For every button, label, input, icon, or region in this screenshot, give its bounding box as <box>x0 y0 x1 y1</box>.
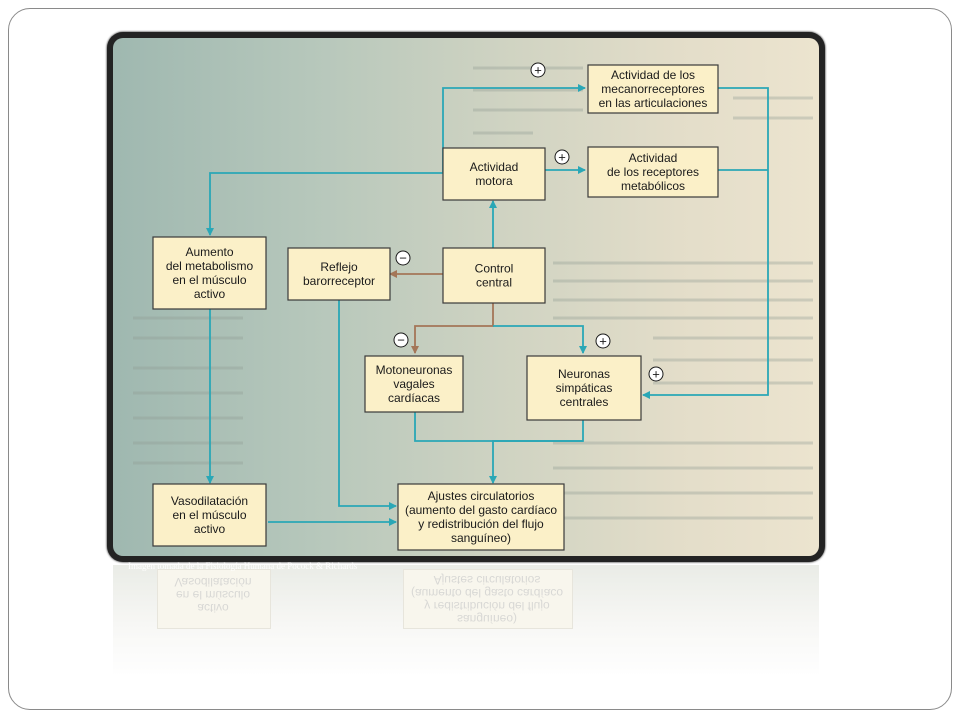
box-neuronas-simpaticas-line-2: simpáticas <box>556 381 613 395</box>
sign-minus-baro: − <box>395 250 411 266</box>
box-ajustes-circulatorios-line-1: Ajustes circulatorios <box>428 489 535 503</box>
box-reflejo-barorreceptor-line-1: Reflejo <box>320 260 358 274</box>
box-receptores-metabolicos-line-1: Actividad <box>629 151 678 165</box>
box-mecanorreceptores-line-1: Actividad de los <box>611 68 695 82</box>
reflection-ajustes: sanguíneo) y redistribución del flujo (a… <box>410 573 564 626</box>
box-motoneuronas-vagales-line-2: vagales <box>393 377 434 391</box>
svg-text:+: + <box>652 367 660 382</box>
figure-frame: + + − − + + Actividad de <box>107 32 825 562</box>
box-mecanorreceptores-line-2: mecanorreceptores <box>601 82 704 96</box>
sign-plus-simp-top: + <box>595 333 611 349</box>
box-motoneuronas-vagales-line-1: Motoneuronas <box>376 363 453 377</box>
box-actividad-motora-line-2: motora <box>475 174 513 188</box>
arrow-reflejo-to-ajustes <box>338 300 397 510</box>
box-neuronas-simpaticas-line-3: centrales <box>560 395 609 409</box>
box-aumento-metabolismo-line-4: activo <box>194 287 226 301</box>
box-ajustes-circulatorios: Ajustes circulatorios(aumento del gasto … <box>397 483 565 551</box>
box-vasodilatacion-line-3: activo <box>194 522 226 536</box>
box-control-central-line-2: central <box>476 276 512 290</box>
box-actividad-motora-line-1: Actividad <box>470 160 519 174</box>
sign-plus-mecano: + <box>530 62 546 78</box>
box-mecanorreceptores-line-3: en las articulaciones <box>599 96 708 110</box>
box-reflejo-barorreceptor-line-2: barorreceptor <box>303 274 375 288</box>
svg-text:−: − <box>399 251 407 266</box>
box-motoneuronas-vagales-line-3: cardíacas <box>388 391 440 405</box>
box-neuronas-simpaticas-line-1: Neuronas <box>558 367 610 381</box>
arrow-control-down-simp <box>493 325 587 354</box>
sign-plus-metab: + <box>554 149 570 165</box>
svg-text:+: + <box>534 63 542 78</box>
box-ajustes-circulatorios-line-4: sanguíneo) <box>451 531 511 545</box>
box-ajustes-circulatorios-line-3: y redistribución del flujo <box>418 517 544 531</box>
svg-text:+: + <box>599 334 607 349</box>
svg-text:−: − <box>397 333 405 348</box>
arrow-control-down-vagal <box>411 303 494 354</box>
box-aumento-metabolismo-line-1: Aumento <box>185 245 233 259</box>
reflection-vasodilatacion: activo en el músculo Vasodilatación <box>174 575 252 615</box>
box-control-central-line-1: Control <box>475 262 514 276</box>
sign-plus-simp-right: + <box>648 366 664 382</box>
box-ajustes-circulatorios-line-2: (aumento del gasto cardíaco <box>405 503 557 517</box>
arrow-receptors-feedback <box>642 87 769 399</box>
box-aumento-metabolismo-line-3: en el músculo <box>172 273 246 287</box>
arrow-simp-to-ajustes <box>489 418 584 484</box>
box-vasodilatacion-line-2: en el músculo <box>172 508 246 522</box>
flowchart-figure: + + − − + + Actividad de <box>113 38 819 556</box>
box-aumento-metabolismo-line-2: del metabolismo <box>166 259 254 273</box>
svg-text:+: + <box>558 150 566 165</box>
box-vasodilatacion-line-1: Vasodilatación <box>171 494 248 508</box>
background-page-lines <box>133 66 813 520</box>
arrow-to-mecanorreceptores <box>442 84 586 173</box>
box-receptores-metabolicos-line-2: de los receptores <box>607 165 699 179</box>
figure-reflection: activo en el músculo Vasodilatación sang… <box>107 565 825 675</box>
box-receptores-metabolicos-line-3: metabólicos <box>621 179 685 193</box>
arrow-motora-to-metabolismo <box>206 172 443 236</box>
sign-minus-vagal: − <box>393 332 409 348</box>
image-credit-caption: Imagen tomada de la Fisiología Humana de… <box>128 561 358 571</box>
